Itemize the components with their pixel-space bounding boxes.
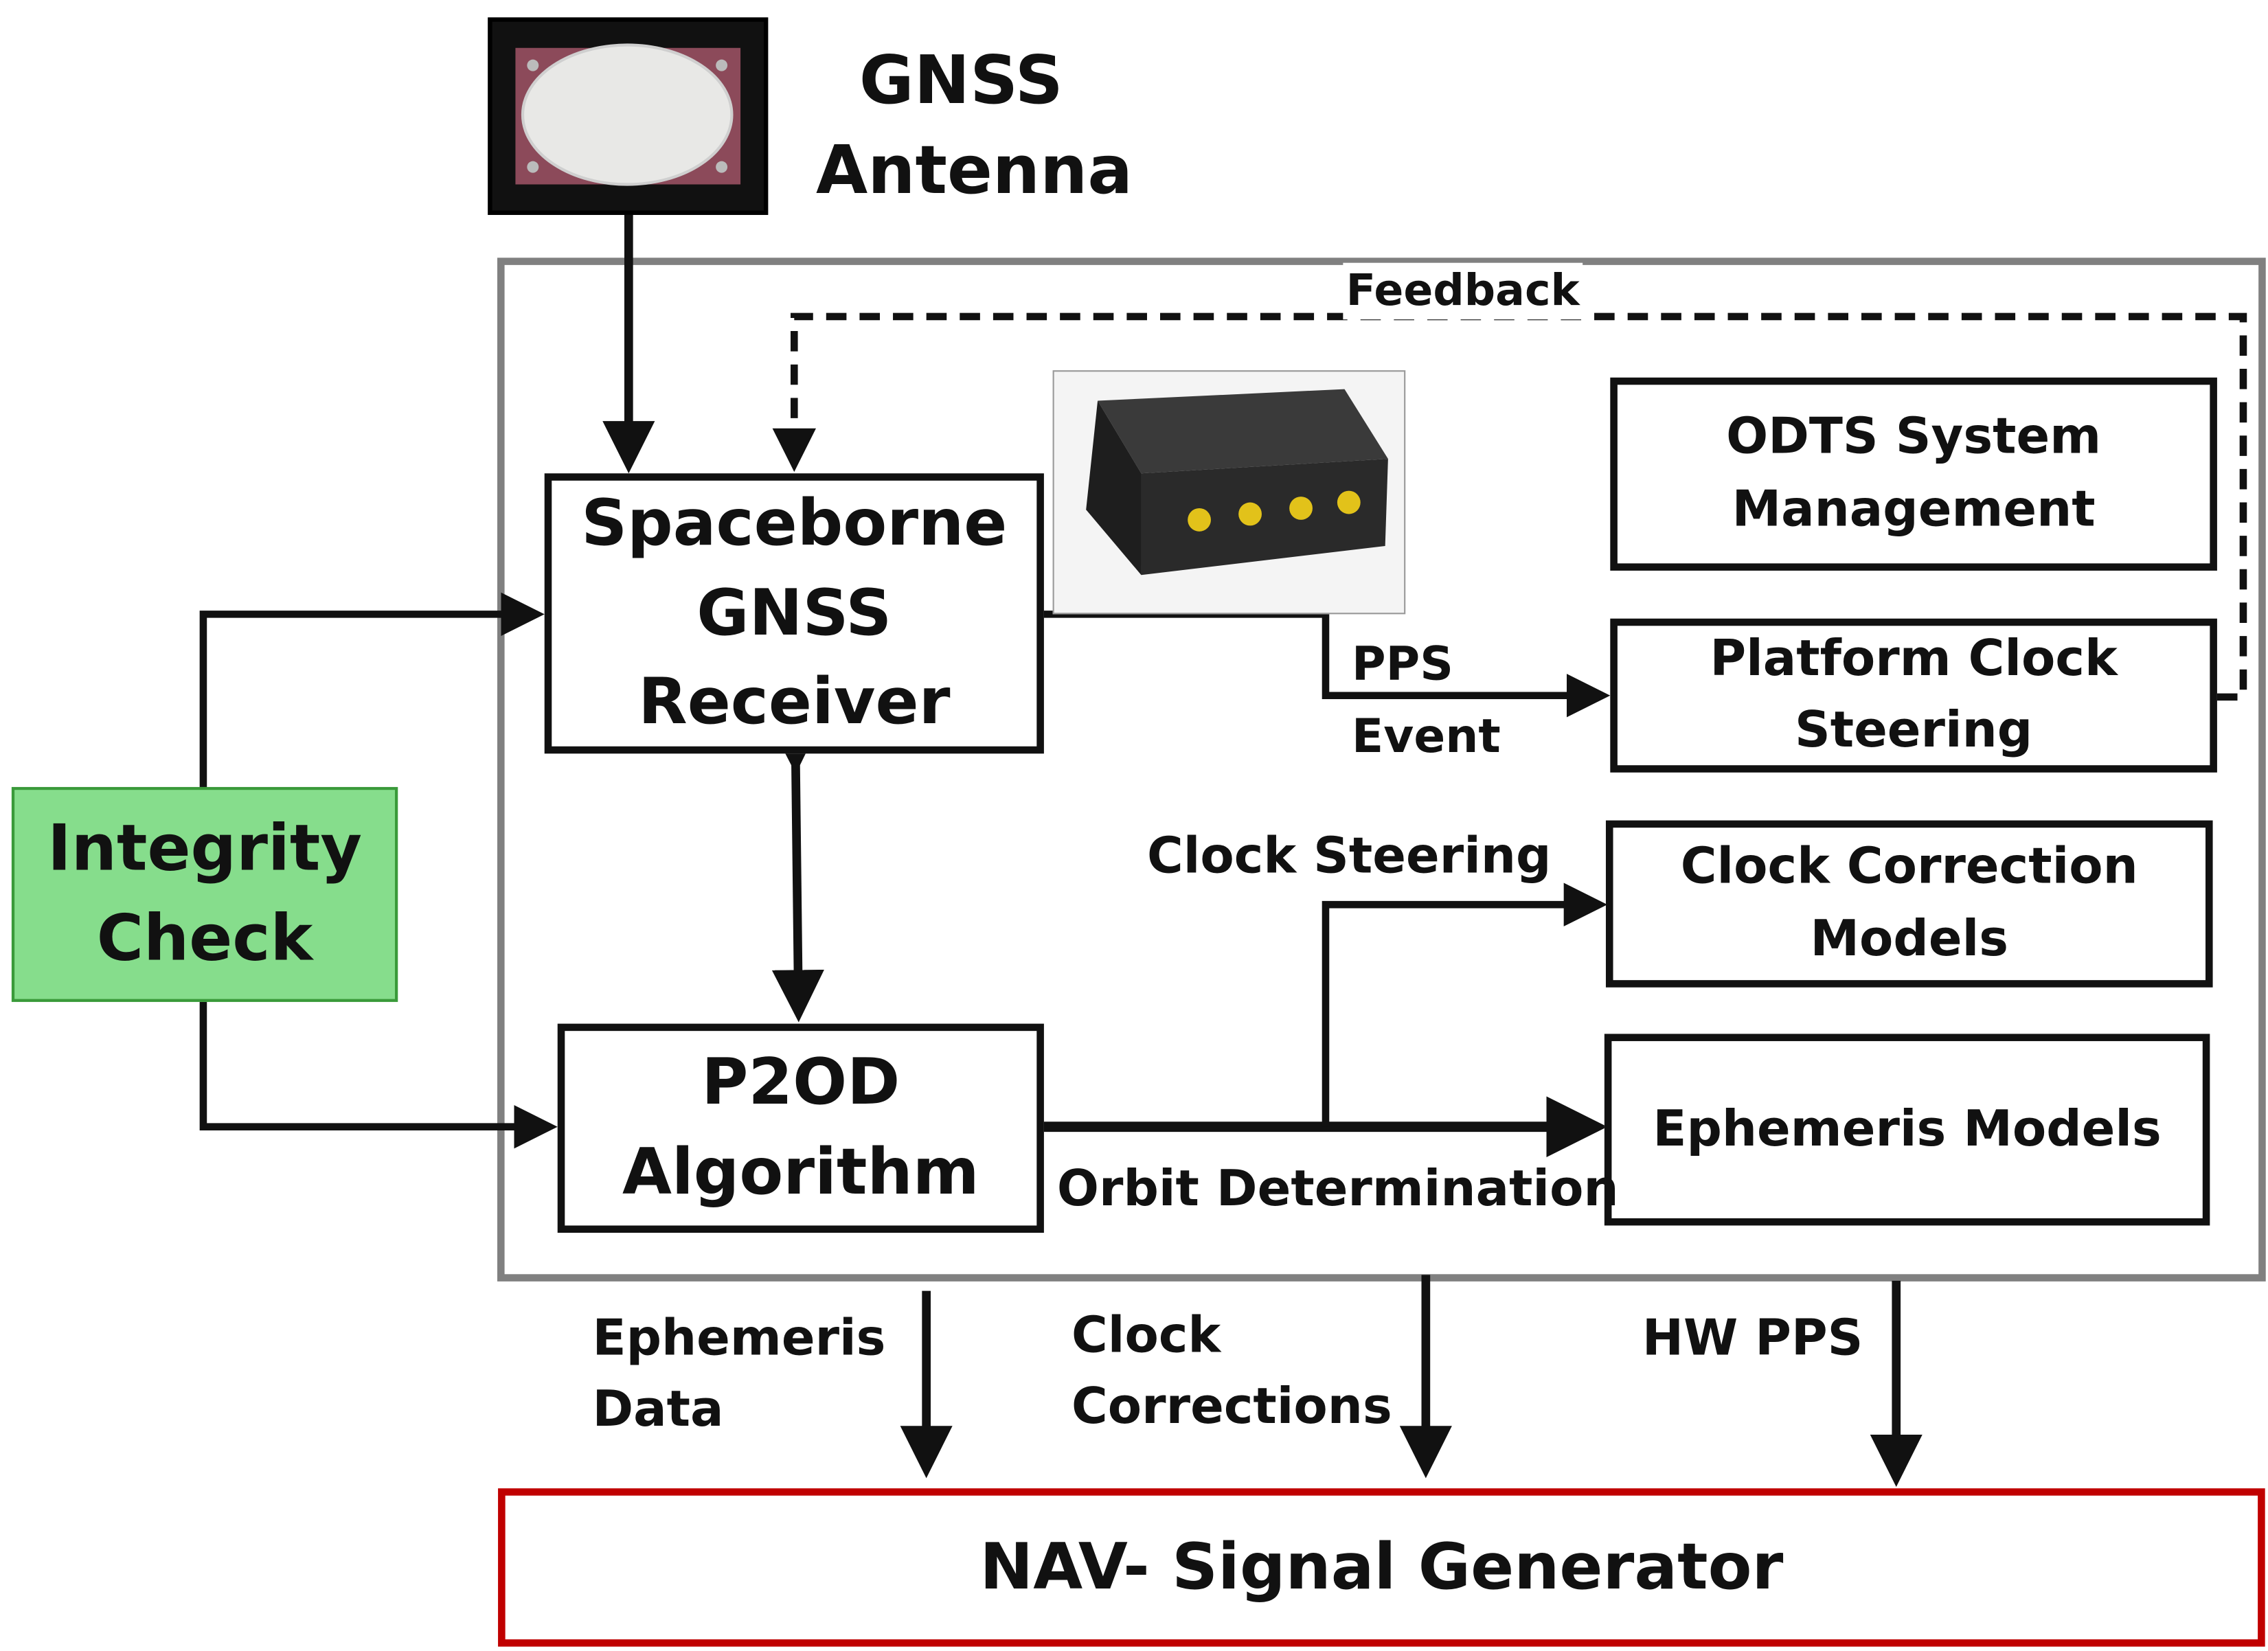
integrity-label: Integrity Check bbox=[47, 812, 362, 976]
hw-pps-label: HW PPS bbox=[1642, 1310, 1863, 1368]
clock-corrections-label: Clock Corrections bbox=[1071, 1306, 1392, 1437]
clock-steering-arrow bbox=[1322, 883, 1608, 1127]
receiver-p2od-link bbox=[769, 721, 824, 1023]
receiver-label: Spaceborne GNSS Receiver bbox=[581, 486, 1008, 740]
integrity-to-receiver-arrow bbox=[199, 592, 545, 789]
gnss-antenna-label: GNSS Antenna bbox=[816, 41, 1133, 209]
ephemeris-models-block: Ephemeris Models bbox=[1604, 1034, 2210, 1226]
odts-label: ODTS System Management bbox=[1726, 408, 2102, 538]
ephemeris-models-label: Ephemeris Models bbox=[1653, 1100, 2162, 1159]
pps-event-label: PPS Event bbox=[1352, 636, 1501, 764]
platform-clock-steering-block: Platform Clock Steering bbox=[1610, 618, 2217, 773]
integrity-check-block: Integrity Check bbox=[11, 786, 398, 1002]
clock-correction-models-block: Clock Correction Models bbox=[1605, 820, 2213, 988]
orbit-determination-label: Orbit Determination bbox=[1056, 1160, 1619, 1218]
ephemeris-data-label: Ephemeris Data bbox=[592, 1310, 886, 1439]
platform-clock-label: Platform Clock Steering bbox=[1710, 629, 2118, 760]
feedback-label: Feedback bbox=[1343, 262, 1583, 320]
nav-generator-label: NAV- Signal Generator bbox=[979, 1530, 1784, 1605]
clock-steering-label: Clock Steering bbox=[1146, 828, 1552, 886]
feedback-loop-arrow bbox=[772, 312, 2247, 701]
clock-models-label: Clock Correction Models bbox=[1680, 838, 2138, 968]
p2od-label: P2OD Algorithm bbox=[622, 1046, 979, 1210]
system-boundary bbox=[497, 258, 2266, 1282]
odts-system-management-block: ODTS System Management bbox=[1610, 377, 2217, 571]
gnss-antenna-image bbox=[488, 17, 769, 215]
pps-event-arrow bbox=[1042, 611, 1611, 718]
p2od-algorithm-block: P2OD Algorithm bbox=[557, 1023, 1044, 1233]
receiver-hardware-image bbox=[1052, 370, 1406, 615]
nav-signal-generator-block: NAV- Signal Generator bbox=[498, 1488, 2265, 1647]
integrity-to-p2od-arrow bbox=[199, 1001, 558, 1149]
spaceborne-gnss-receiver-block: Spaceborne GNSS Receiver bbox=[544, 473, 1044, 754]
